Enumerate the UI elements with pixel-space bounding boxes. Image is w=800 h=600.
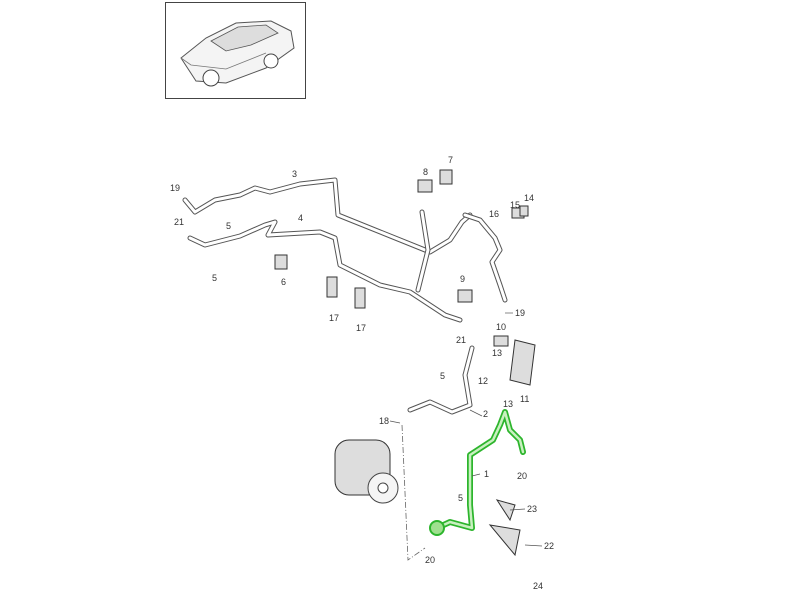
label-5[interactable]: 5: [440, 371, 445, 381]
label-15[interactable]: 15: [510, 200, 520, 210]
label-12[interactable]: 12: [478, 376, 488, 386]
car-icon: [180, 20, 295, 87]
pipe-branch[interactable]: [415, 209, 508, 303]
label-20[interactable]: 20: [517, 471, 527, 481]
pipe-2[interactable]: [407, 345, 475, 415]
label-3[interactable]: 3: [292, 169, 297, 179]
label-21[interactable]: 21: [456, 335, 466, 345]
label-19[interactable]: 19: [515, 308, 525, 318]
brackets: [274, 169, 536, 557]
pipe-4[interactable]: [187, 219, 463, 323]
label-5[interactable]: 5: [226, 221, 231, 231]
callout-leaders: [389, 312, 543, 547]
label-17[interactable]: 17: [329, 313, 339, 323]
label-6[interactable]: 6: [281, 277, 286, 287]
label-9[interactable]: 9: [460, 274, 465, 284]
label-21[interactable]: 21: [174, 217, 184, 227]
label-4[interactable]: 4: [298, 213, 303, 223]
label-8[interactable]: 8: [423, 167, 428, 177]
label-5[interactable]: 5: [458, 493, 463, 503]
label-23[interactable]: 23: [527, 504, 537, 514]
label-5[interactable]: 5: [212, 273, 217, 283]
compressor[interactable]: [334, 439, 399, 504]
label-18[interactable]: 18: [379, 416, 389, 426]
part-labels: 19 3 8 7 14 15 16 21 5 4 5 6 9 17 17 19 …: [170, 155, 554, 591]
label-2[interactable]: 2: [483, 409, 488, 419]
pipe-1-highlighted[interactable]: [429, 409, 526, 536]
label-13[interactable]: 13: [492, 348, 502, 358]
label-14[interactable]: 14: [524, 193, 534, 203]
pipe-3[interactable]: [182, 177, 473, 255]
label-17[interactable]: 17: [356, 323, 366, 333]
label-22[interactable]: 22: [544, 541, 554, 551]
label-19[interactable]: 19: [170, 183, 180, 193]
label-1[interactable]: 1: [484, 469, 489, 479]
label-16[interactable]: 16: [489, 209, 499, 219]
label-24[interactable]: 24: [533, 581, 543, 591]
label-10[interactable]: 10: [496, 322, 506, 332]
label-20[interactable]: 20: [425, 555, 435, 565]
label-13[interactable]: 13: [503, 399, 513, 409]
label-7[interactable]: 7: [448, 155, 453, 165]
label-11[interactable]: 11: [520, 394, 529, 404]
vehicle-thumbnail[interactable]: [165, 2, 306, 99]
